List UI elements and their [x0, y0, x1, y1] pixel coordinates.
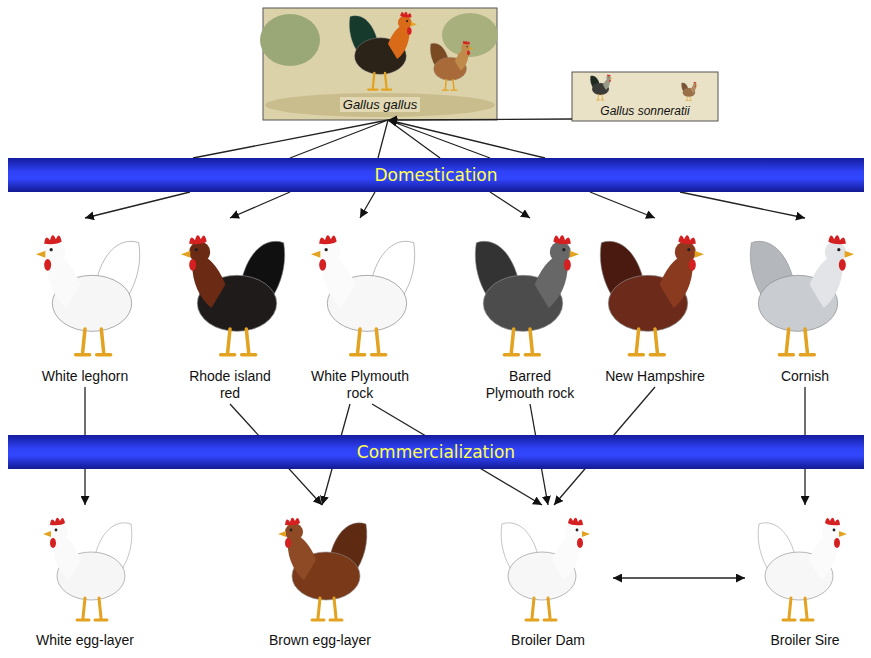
node-label: Rhode island red: [183, 368, 278, 402]
node-label: Gallus sonneratii: [597, 104, 692, 118]
node-label: Cornish: [781, 368, 829, 385]
cornish-figure: [750, 235, 854, 354]
red-junglefowl-rooster: [349, 12, 417, 90]
node-label: Commercialization: [357, 442, 515, 462]
breed-node: Cornish: [745, 218, 865, 387]
arrow-connector: [230, 192, 290, 218]
product-node: White egg-layer: [15, 505, 155, 651]
grey-junglefowl-rooster: [590, 74, 612, 100]
node-label: White egg-layer: [36, 632, 134, 649]
arrow-connector: [388, 119, 572, 120]
image-box: Gallus sonneratii: [572, 72, 718, 121]
node-label: White leghorn: [42, 368, 128, 385]
white-leghorn-figure: [36, 235, 140, 354]
node-label: Brown egg-layer: [269, 632, 371, 649]
node-label: New Hampshire: [605, 368, 705, 385]
red-junglefowl-hen: [430, 41, 473, 90]
barred-plymouth-rock-figure: [475, 235, 579, 354]
breed-node: White leghorn: [15, 218, 155, 387]
node-label: Barred Plymouth rock: [480, 368, 580, 402]
rhode-island-red-figure: [181, 235, 285, 354]
broiler-dam-figure: [501, 518, 590, 620]
arrow-connector: [613, 577, 745, 578]
arrow-connector: [680, 192, 805, 218]
stage-band: Domestication: [8, 158, 864, 192]
breed-node: White Plymouth rock: [295, 218, 425, 404]
white-egg-layer-figure: [43, 518, 132, 620]
breed-node: New Hampshire: [590, 218, 720, 387]
node-label: Broiler Dam: [511, 632, 585, 649]
arrow-connector: [590, 192, 655, 218]
node-label: Broiler Sire: [770, 632, 839, 649]
image-box: Gallus gallus: [263, 8, 497, 120]
grey-junglefowl-hen: [681, 82, 697, 101]
stage-band: Commercialization: [8, 435, 864, 469]
product-node: Brown egg-layer: [250, 505, 390, 651]
node-label: White Plymouth rock: [305, 368, 415, 402]
node-label: Domestication: [374, 165, 497, 185]
gallus-sonneratii-painting: [572, 72, 718, 121]
arrow-connector: [490, 192, 530, 218]
breed-node: Rhode island red: [165, 218, 295, 404]
product-node: Broiler Dam: [483, 505, 613, 651]
white-plymouth-rock-figure: [311, 235, 415, 354]
arrow-connector: [85, 192, 190, 218]
broiler-sire-figure: [758, 518, 847, 620]
breed-node: Barred Plymouth rock: [465, 218, 595, 404]
new-hampshire-figure: [600, 235, 704, 354]
brown-egg-layer-figure: [278, 518, 367, 620]
arrow-connector: [360, 192, 375, 218]
gallus-gallus-painting: [260, 8, 498, 120]
node-label: Gallus gallus: [340, 97, 420, 112]
arrow-connector: [193, 120, 545, 158]
product-node: Broiler Sire: [745, 505, 865, 651]
